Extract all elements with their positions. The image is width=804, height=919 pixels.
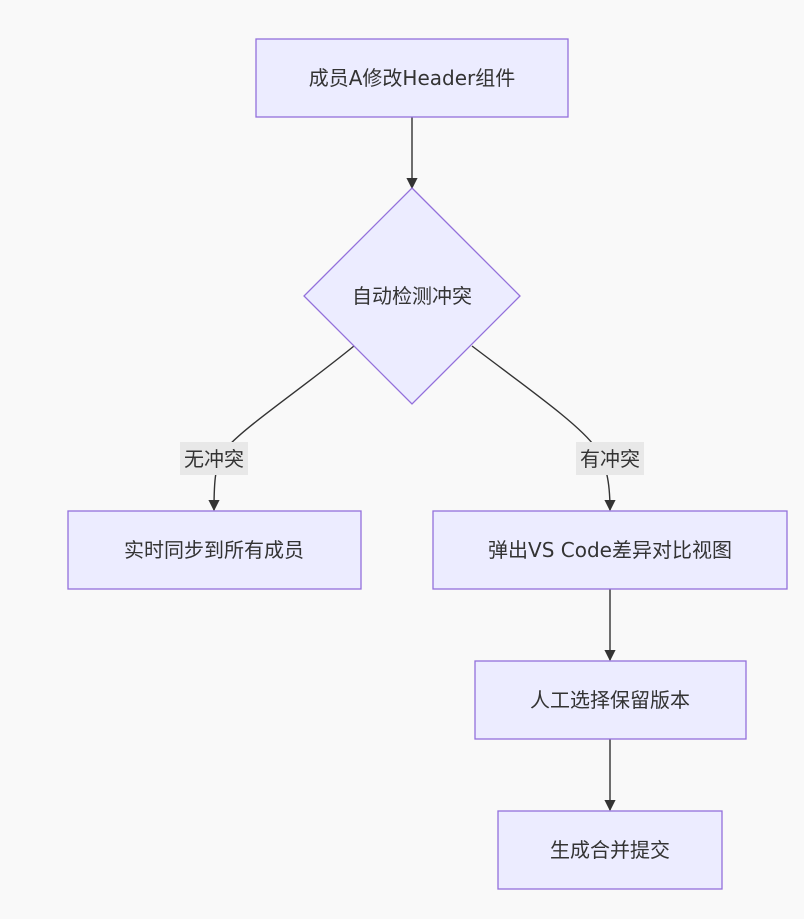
edge-label-no-conflict-text: 无冲突	[184, 447, 244, 471]
edge-label-no-conflict: 无冲突	[180, 442, 248, 475]
node-realtime-sync-label: 实时同步到所有成员	[124, 538, 304, 562]
node-vscode-diff-label: 弹出VS Code差异对比视图	[488, 538, 732, 562]
edge-label-has-conflict-text: 有冲突	[580, 447, 640, 471]
node-auto-detect-label: 自动检测冲突	[352, 284, 472, 308]
node-realtime-sync[interactable]: 实时同步到所有成员	[67, 510, 362, 590]
node-member-a-edit[interactable]: 成员A修改Header组件	[255, 38, 569, 118]
node-merge-commit-label: 生成合并提交	[550, 838, 670, 862]
edge-detect-to-diff	[471, 345, 616, 512]
node-manual-choose[interactable]: 人工选择保留版本	[474, 660, 747, 740]
node-vscode-diff[interactable]: 弹出VS Code差异对比视图	[432, 510, 788, 590]
node-auto-detect-decision[interactable]: 自动检测冲突	[303, 187, 521, 405]
node-member-a-edit-label: 成员A修改Header组件	[309, 66, 516, 90]
node-merge-commit[interactable]: 生成合并提交	[497, 810, 723, 890]
edge-detect-to-sync	[208, 345, 355, 512]
node-manual-choose-label: 人工选择保留版本	[530, 688, 690, 712]
edge-label-has-conflict: 有冲突	[576, 442, 644, 475]
